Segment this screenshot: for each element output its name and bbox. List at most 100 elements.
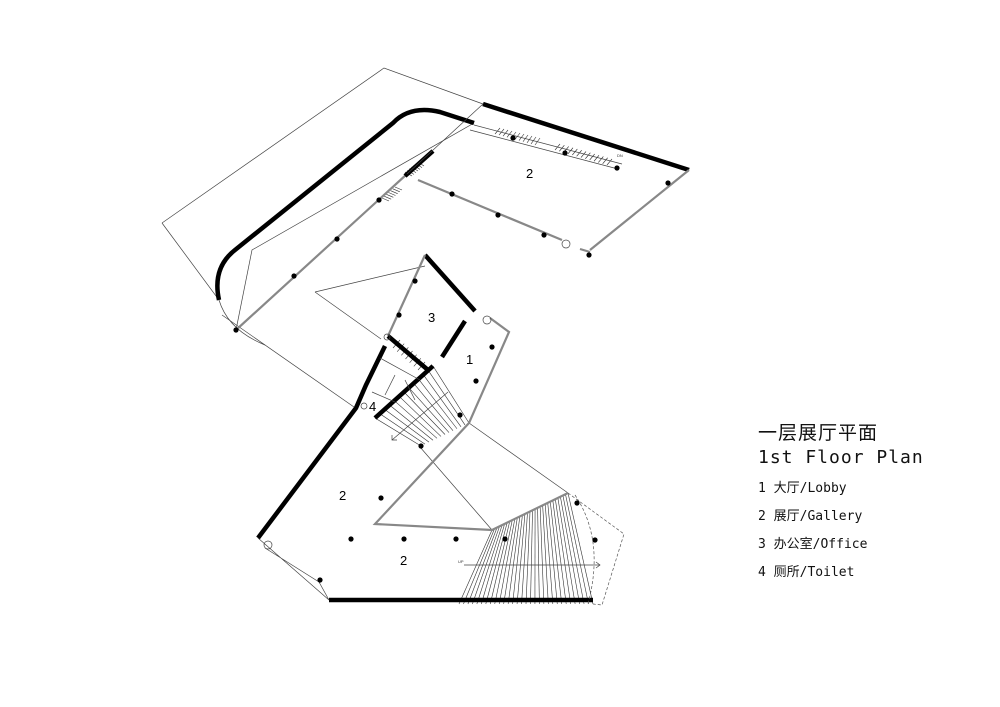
stair-tread — [489, 521, 511, 605]
column-marker — [614, 165, 620, 171]
column-marker — [378, 495, 384, 501]
stair-tread — [507, 516, 521, 605]
room-label-lobby: 1 — [466, 352, 473, 367]
stair-tread — [562, 495, 585, 605]
southwest-wall — [257, 537, 330, 601]
room-label-toilet: 4 — [369, 399, 376, 414]
column-marker — [541, 232, 547, 238]
column-marker — [317, 577, 323, 583]
column-marker — [418, 443, 424, 449]
stair-tread — [389, 404, 434, 441]
column-marker — [457, 412, 463, 418]
stair-tread — [413, 383, 454, 431]
column-marker — [562, 150, 568, 156]
column-marker — [412, 278, 418, 284]
stair-tread — [521, 512, 528, 605]
room-label-gallery-b: 2 — [400, 553, 407, 568]
stair-tread — [555, 499, 571, 605]
column-marker — [376, 197, 382, 203]
stair-tread — [418, 378, 458, 429]
legend-num: 4 — [758, 565, 766, 580]
column-marker — [348, 536, 354, 542]
stair-tread — [381, 197, 390, 202]
stair-tread — [467, 527, 498, 605]
legend-item: 4 厕所/Toilet — [758, 561, 924, 580]
legend-item: 1 大厅/Lobby — [758, 477, 924, 496]
column-marker — [233, 327, 239, 333]
column-marker — [449, 191, 455, 197]
stair-tread — [386, 194, 394, 198]
down-arrow — [391, 391, 449, 441]
dashed-connector — [221, 265, 569, 531]
stair-tread — [384, 409, 430, 443]
column-marker — [586, 252, 592, 258]
upper-gallery-east-wall — [589, 169, 690, 251]
column-marker — [396, 312, 402, 318]
stair-tread — [458, 529, 493, 605]
stair-tread — [374, 417, 422, 447]
stair-tread — [552, 500, 567, 605]
lobby-outline — [372, 317, 569, 532]
office-north-wall — [423, 253, 477, 313]
column-marker — [495, 212, 501, 218]
column-marker — [510, 135, 516, 141]
west-wall — [256, 345, 388, 540]
stair-tread — [606, 158, 613, 166]
legend-label: 大厅/Lobby — [773, 481, 847, 496]
stair-tread — [512, 515, 523, 605]
legend-item: 3 办公室/Office — [758, 533, 924, 552]
column-marker — [665, 180, 671, 186]
legend-num: 1 — [758, 481, 766, 496]
columns — [233, 135, 671, 583]
column-marker — [453, 536, 459, 542]
column-marker — [489, 344, 495, 350]
column-marker — [502, 536, 508, 542]
upper-gallery-south-wall — [417, 178, 591, 254]
curved-wall — [215, 107, 475, 301]
stair-up-label: UP — [458, 559, 464, 564]
stair-tread — [539, 506, 545, 605]
stair-tread — [481, 523, 505, 605]
legend-item: 2 展厅/Gallery — [758, 505, 924, 524]
stair-tread — [537, 507, 540, 605]
stair-tread — [557, 497, 576, 605]
legend-label: 展厅/Gallery — [773, 509, 863, 524]
room-label-gallery-a: 2 — [339, 488, 346, 503]
stair-tread — [547, 502, 558, 605]
stair-tread — [403, 391, 446, 435]
column-marker — [574, 500, 580, 506]
stair-tread — [384, 195, 392, 200]
column-marker — [401, 536, 407, 542]
walkway-edges — [406, 103, 623, 175]
stair-tread — [388, 192, 396, 196]
plan-title-cn: 一层展厅平面 — [758, 422, 879, 444]
stair-tread — [423, 374, 462, 428]
stair-tread — [572, 148, 578, 156]
stair-tread — [390, 190, 398, 194]
stair-tread — [463, 528, 495, 605]
stair-tread — [525, 511, 531, 605]
legend-label: 办公室/Office — [773, 537, 868, 552]
stair-tread — [598, 156, 604, 163]
stair-down-label: DN — [617, 153, 623, 158]
hatching — [374, 127, 613, 605]
legend-num: 3 — [758, 537, 766, 552]
stair-tread — [432, 365, 470, 424]
stair-tread — [602, 157, 608, 164]
stair-tread — [530, 510, 533, 605]
stair-tread — [542, 505, 549, 605]
up-arrow — [464, 561, 601, 569]
legend-num: 2 — [758, 509, 766, 524]
corridor-wall — [235, 173, 408, 331]
column-marker — [473, 378, 479, 384]
office-inner-wall — [440, 319, 467, 359]
east-boundary — [567, 492, 625, 606]
stair-tread — [593, 155, 600, 162]
stair-tread — [565, 494, 589, 605]
legend-label: 厕所/Toilet — [773, 565, 855, 580]
stair-tread — [589, 153, 595, 161]
stair-tread — [379, 413, 426, 445]
inner-outline — [235, 122, 475, 331]
stair-tread — [576, 150, 582, 157]
stair-tread — [392, 188, 400, 193]
